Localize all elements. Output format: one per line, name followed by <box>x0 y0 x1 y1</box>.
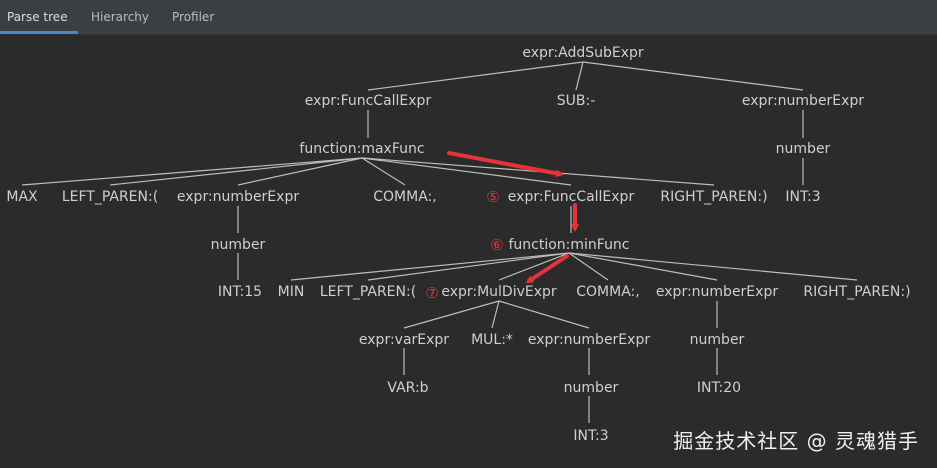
node-left-paren[interactable]: LEFT_PAREN:( <box>320 284 416 300</box>
parse-tree-diagram: expr:AddSubExpr expr:FuncCallExpr SUB:- … <box>6 45 910 444</box>
annotation-arrow <box>525 254 569 284</box>
node-comma[interactable]: COMMA:, <box>576 284 639 300</box>
node-mul-div-expr[interactable]: expr:MulDivExpr <box>441 284 557 300</box>
tab-bar: Parse tree Hierarchy Profiler <box>0 0 937 35</box>
node-int[interactable]: INT:3 <box>573 428 608 444</box>
node-right-paren[interactable]: RIGHT_PAREN:) <box>803 284 910 300</box>
tree-edges <box>21 61 858 423</box>
node-comma[interactable]: COMMA:, <box>373 189 436 205</box>
node-right-paren[interactable]: RIGHT_PAREN:) <box>660 189 767 205</box>
node-root[interactable]: expr:AddSubExpr <box>522 45 644 61</box>
annotations: ⑤ ⑥ ⑦ <box>425 151 579 302</box>
node-min-token[interactable]: MIN <box>278 284 305 300</box>
node-sub[interactable]: SUB:- <box>557 93 596 109</box>
node-number[interactable]: number <box>564 380 619 396</box>
node-int[interactable]: INT:20 <box>697 380 741 396</box>
node-number-expr[interactable]: expr:numberExpr <box>177 189 299 205</box>
node-func-call-expr[interactable]: expr:FuncCallExpr <box>508 189 635 205</box>
marker-5: ⑤ <box>486 188 499 206</box>
node-max-func[interactable]: function:maxFunc <box>299 141 424 157</box>
node-number[interactable]: number <box>690 332 745 348</box>
node-mul[interactable]: MUL:* <box>471 332 513 348</box>
node-int[interactable]: INT:15 <box>218 284 262 300</box>
node-max-token[interactable]: MAX <box>6 189 38 205</box>
parse-tree-canvas[interactable]: expr:AddSubExpr expr:FuncCallExpr SUB:- … <box>0 35 937 468</box>
tab-hierarchy[interactable]: Hierarchy <box>91 10 150 24</box>
tab-profiler[interactable]: Profiler <box>172 10 215 24</box>
node-int[interactable]: INT:3 <box>785 189 820 205</box>
active-tab-indicator <box>0 31 78 34</box>
tree-nodes: expr:AddSubExpr expr:FuncCallExpr SUB:- … <box>6 45 910 444</box>
marker-6: ⑥ <box>490 236 503 254</box>
watermark: 掘金技术社区 @ 灵魂猎手 <box>673 429 919 453</box>
node-min-func[interactable]: function:minFunc <box>508 237 629 253</box>
node-var[interactable]: VAR:b <box>387 380 428 396</box>
node-var-expr[interactable]: expr:varExpr <box>359 332 449 348</box>
tab-parse-tree[interactable]: Parse tree <box>7 10 68 24</box>
node-number[interactable]: number <box>211 237 266 253</box>
node-func-call-expr[interactable]: expr:FuncCallExpr <box>305 93 432 109</box>
node-number-expr[interactable]: expr:numberExpr <box>742 93 864 109</box>
node-number-expr[interactable]: expr:numberExpr <box>528 332 650 348</box>
node-left-paren[interactable]: LEFT_PAREN:( <box>62 189 158 205</box>
node-number[interactable]: number <box>776 141 831 157</box>
marker-7: ⑦ <box>425 284 438 302</box>
node-number-expr[interactable]: expr:numberExpr <box>656 284 778 300</box>
annotation-arrow <box>447 151 564 178</box>
